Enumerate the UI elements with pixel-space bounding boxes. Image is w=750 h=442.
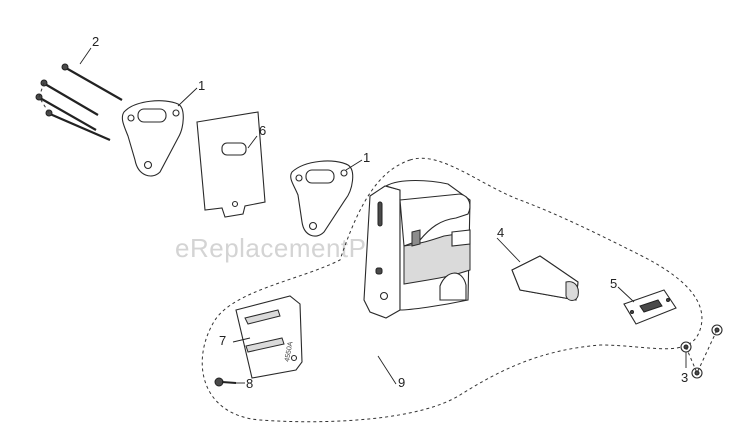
callout-7: 7 bbox=[219, 333, 226, 348]
callout-1-gasket: 1 bbox=[198, 78, 205, 93]
spark-screen bbox=[623, 289, 677, 325]
callout-6: 6 bbox=[259, 123, 266, 138]
part-stamp: 4550A bbox=[284, 341, 294, 362]
callout-9: 9 bbox=[398, 375, 405, 390]
leader-lines bbox=[79, 47, 687, 385]
gasket-1 bbox=[121, 100, 184, 177]
cover-plate: 4550A bbox=[235, 295, 303, 379]
callout-5: 5 bbox=[610, 276, 617, 291]
small-screw bbox=[214, 377, 237, 387]
muffler-body bbox=[363, 180, 471, 319]
screws bbox=[35, 63, 123, 142]
assembly-outline bbox=[201, 157, 703, 423]
callout-2: 2 bbox=[92, 34, 99, 49]
heat-shield-plate bbox=[196, 111, 266, 218]
callout-8: 8 bbox=[246, 376, 253, 391]
callout-4: 4 bbox=[497, 225, 504, 240]
spark-deflector bbox=[511, 255, 579, 301]
callout-3: 3 bbox=[681, 370, 688, 385]
callout-1-gasket-b: 1 bbox=[363, 150, 370, 165]
gasket-1b bbox=[290, 160, 354, 237]
